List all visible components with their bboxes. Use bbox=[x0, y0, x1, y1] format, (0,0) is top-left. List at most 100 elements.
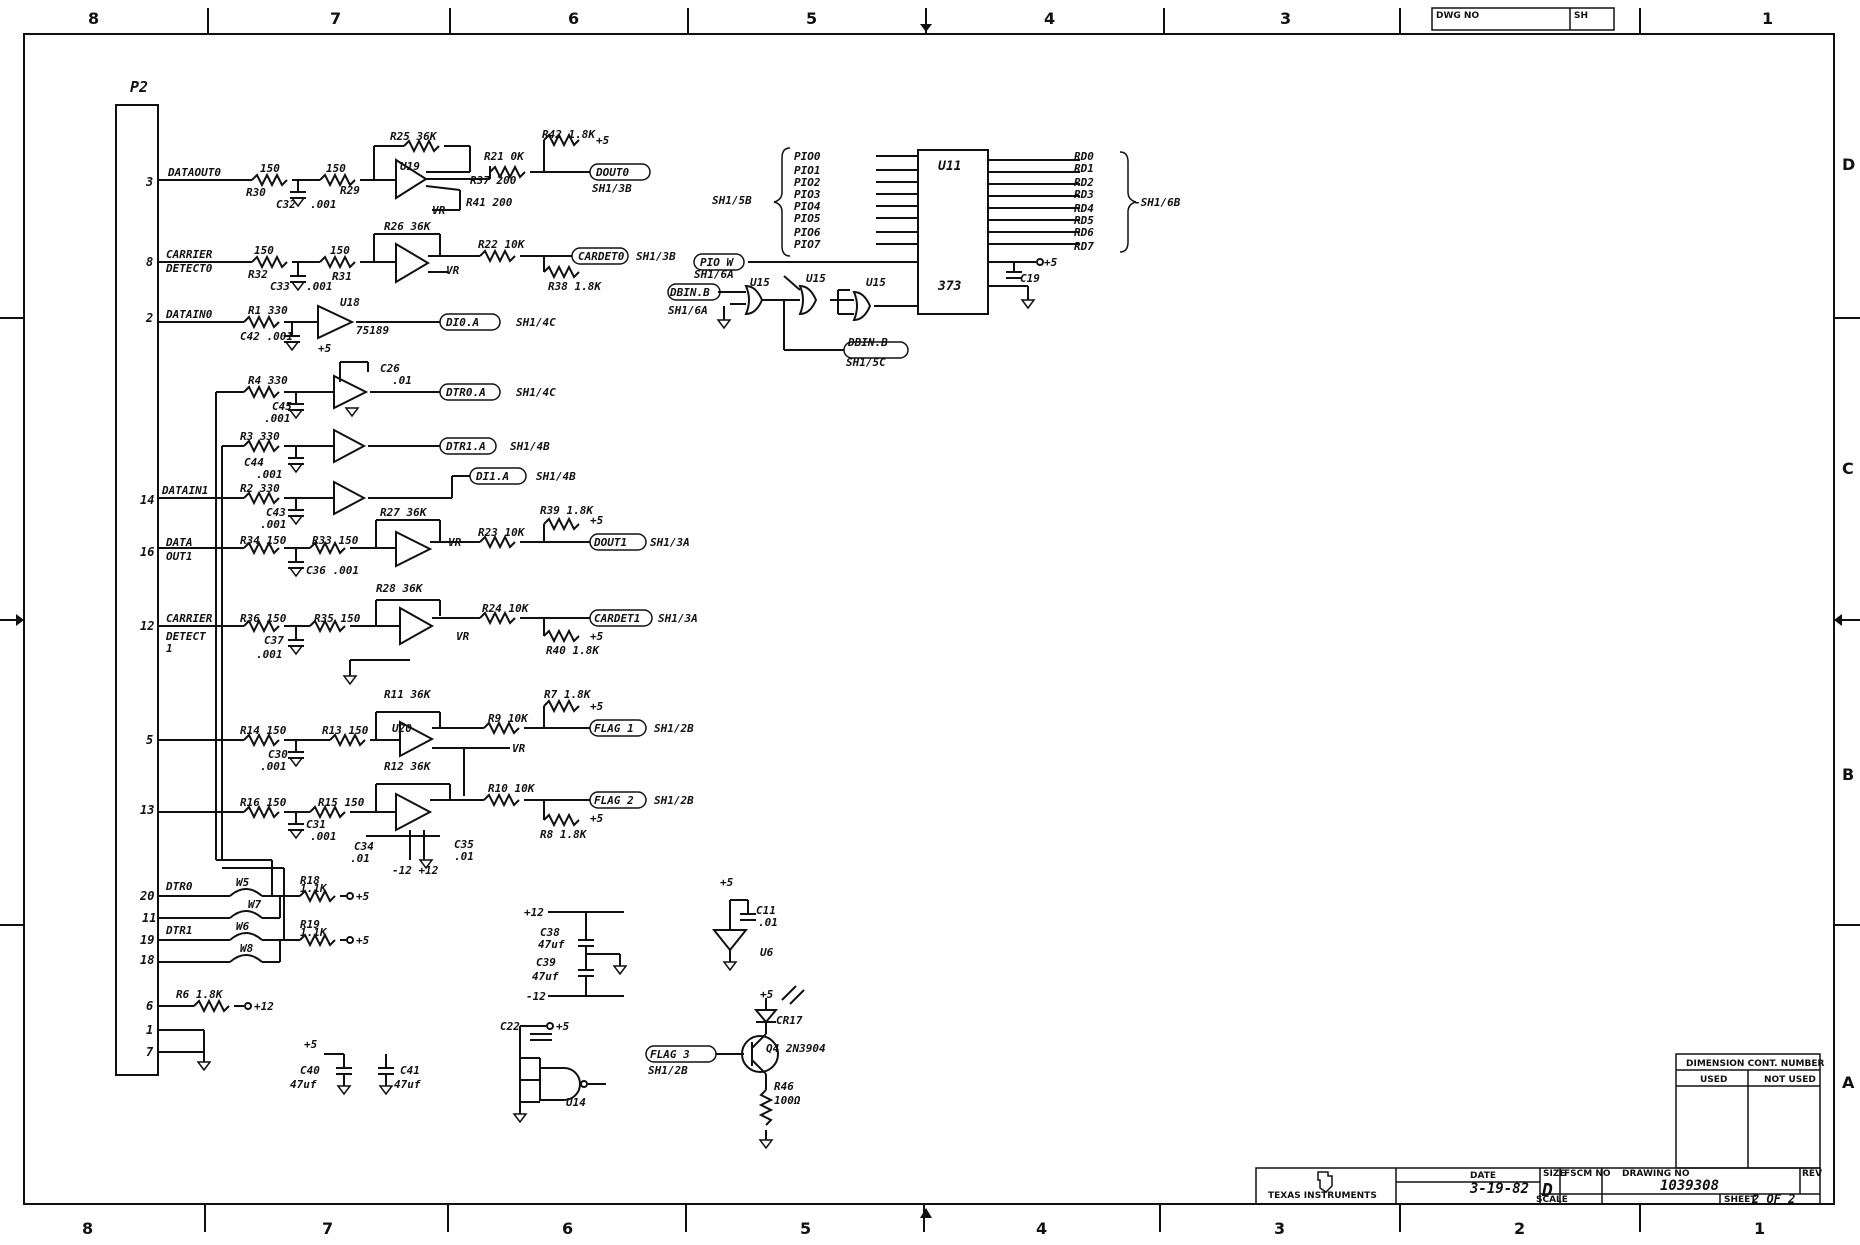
c38: C38 bbox=[540, 926, 560, 939]
w6: W6 bbox=[236, 920, 250, 933]
plus5-r42: +5 bbox=[596, 134, 610, 147]
ground-symbols bbox=[196, 197, 1036, 1150]
r11: R11 36K bbox=[384, 688, 432, 701]
zone-top-2: 6 bbox=[568, 9, 579, 28]
vr1: VR bbox=[432, 204, 446, 217]
r24: R24 10K bbox=[482, 602, 530, 615]
sig-carrier0: CARRIER bbox=[166, 248, 213, 261]
c11v: .01 bbox=[758, 916, 778, 929]
c41v: 47uf bbox=[394, 1078, 421, 1091]
u11-type: 373 bbox=[937, 279, 962, 294]
pio-2: PIO2 bbox=[794, 176, 821, 189]
u15-b: U15 bbox=[806, 272, 826, 285]
rd-0: RD0 bbox=[1074, 150, 1094, 163]
vr3: VR bbox=[456, 630, 470, 643]
pio-5: PIO5 bbox=[794, 212, 821, 225]
pin-13: 13 bbox=[140, 803, 154, 817]
c45v: .001 bbox=[264, 412, 291, 425]
r8: R8 1.8K bbox=[540, 828, 588, 841]
r23: R23 10K bbox=[478, 526, 526, 539]
c36: C36 .001 bbox=[306, 564, 359, 577]
plus5-u11: +5 bbox=[1044, 256, 1058, 269]
u15-c: U15 bbox=[866, 276, 886, 289]
c32: C32 bbox=[276, 198, 296, 211]
scale-label: SCALE bbox=[1536, 1195, 1568, 1205]
sig-datain1: DATAIN1 bbox=[161, 484, 208, 497]
dbin-b: DBIN.B bbox=[669, 286, 710, 299]
zone-row-0: D bbox=[1842, 155, 1855, 174]
pin-12: 12 bbox=[140, 619, 154, 633]
dtr1a: DTR1.A bbox=[445, 440, 486, 453]
sig-carrier1: CARRIER bbox=[166, 612, 213, 625]
sig-dtr0: DTR0 bbox=[165, 880, 193, 893]
zone-top-5: 3 bbox=[1280, 9, 1291, 28]
zone-bottom-7: 1 bbox=[1754, 1219, 1765, 1238]
m12p12: -12 +12 bbox=[392, 864, 439, 877]
plus12-c38: +12 bbox=[524, 906, 544, 919]
cr17: CR17 bbox=[776, 1014, 803, 1027]
r18: R18 bbox=[300, 874, 320, 887]
center-arrow-left bbox=[16, 614, 24, 626]
u15-a: U15 bbox=[750, 276, 770, 289]
di0a-ref: SH1/4C bbox=[516, 316, 556, 329]
rd-7: RD7 bbox=[1074, 240, 1094, 253]
r31: R31 bbox=[332, 270, 352, 283]
not-used-label: NOT USED bbox=[1764, 1075, 1816, 1085]
sig-out1: OUT1 bbox=[166, 550, 193, 563]
c40: C40 bbox=[300, 1064, 320, 1077]
rd-1: RD1 bbox=[1074, 162, 1094, 175]
u19a: U19 bbox=[400, 160, 420, 173]
r28: R28 36K bbox=[376, 582, 424, 595]
pin-2: 2 bbox=[145, 311, 153, 325]
drawing-border bbox=[23, 33, 1835, 1205]
flag2: FLAG 2 bbox=[594, 794, 634, 807]
r41: R41 200 bbox=[466, 196, 513, 209]
pin-16: 16 bbox=[140, 545, 154, 559]
c33v: .001 bbox=[306, 280, 333, 293]
zone-bottom-4: 4 bbox=[1036, 1219, 1047, 1238]
r10: R10 10K bbox=[488, 782, 536, 795]
offsheet-flags bbox=[439, 163, 909, 1063]
pin-3: 3 bbox=[145, 175, 153, 189]
sheet-value: 2 OF 2 bbox=[1751, 1192, 1795, 1206]
r46v: 100Ω bbox=[774, 1094, 801, 1107]
v150c: 150 bbox=[254, 244, 274, 257]
w7: W7 bbox=[248, 898, 262, 911]
w5: W5 bbox=[236, 876, 250, 889]
zone-row-2: B bbox=[1842, 765, 1854, 784]
size-label: SIZE bbox=[1543, 1169, 1566, 1179]
vr2: VR bbox=[448, 536, 462, 549]
sig-datain0: DATAIN0 bbox=[165, 308, 213, 321]
r1: R1 330 bbox=[248, 304, 288, 317]
r19v: 1.1K bbox=[300, 926, 328, 939]
rev-label: REV bbox=[1802, 1169, 1822, 1179]
center-arrow-top bbox=[920, 24, 932, 32]
cardet1-ref: SH1/3A bbox=[658, 612, 698, 625]
dtr0a: DTR0.A bbox=[445, 386, 486, 399]
sig-detect1-num: 1 bbox=[166, 642, 173, 655]
c43: C43 bbox=[266, 506, 286, 519]
plus5-q4: +5 bbox=[760, 988, 774, 1001]
r46: R46 bbox=[774, 1080, 794, 1093]
dbin-b2-ref: SH1/5C bbox=[846, 356, 886, 369]
minus12-c39: -12 bbox=[526, 990, 546, 1003]
rd-6: RD6 bbox=[1074, 226, 1094, 239]
r4: R4 330 bbox=[248, 374, 288, 387]
c31v: .001 bbox=[310, 830, 337, 843]
c41: C41 bbox=[400, 1064, 420, 1077]
p2-label: P2 bbox=[130, 78, 148, 96]
cardet0: CARDET0 bbox=[578, 250, 625, 263]
c44v: .001 bbox=[256, 468, 283, 481]
w8: W8 bbox=[240, 942, 254, 955]
drawing-no-label: DRAWING NO bbox=[1622, 1169, 1690, 1179]
pin-5: 5 bbox=[146, 733, 153, 747]
pio-6: PIO6 bbox=[794, 226, 821, 239]
plus5-r19: +5 bbox=[356, 934, 370, 947]
pin-7: 7 bbox=[146, 1045, 154, 1059]
zone-bottom-0: 8 bbox=[82, 1219, 93, 1238]
sig-detect1: DETECT bbox=[165, 630, 206, 643]
date-label: DATE bbox=[1470, 1171, 1496, 1181]
flag1-ref: SH1/2B bbox=[654, 722, 694, 735]
r3: R3 330 bbox=[240, 430, 280, 443]
